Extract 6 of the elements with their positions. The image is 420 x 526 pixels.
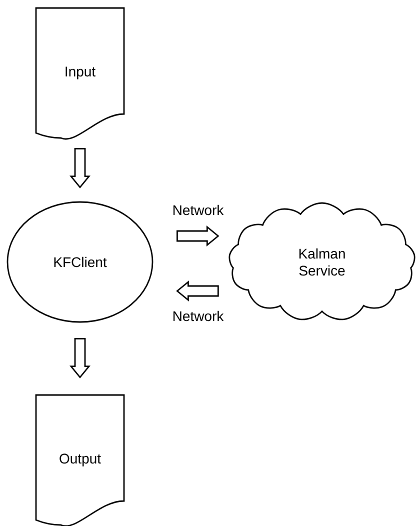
block-arrow <box>70 148 90 188</box>
edge-label: Network <box>171 310 225 322</box>
block-arrow <box>70 338 90 378</box>
block-arrow <box>176 280 219 302</box>
edge-label: Network <box>171 204 225 216</box>
block-arrow <box>176 226 220 246</box>
